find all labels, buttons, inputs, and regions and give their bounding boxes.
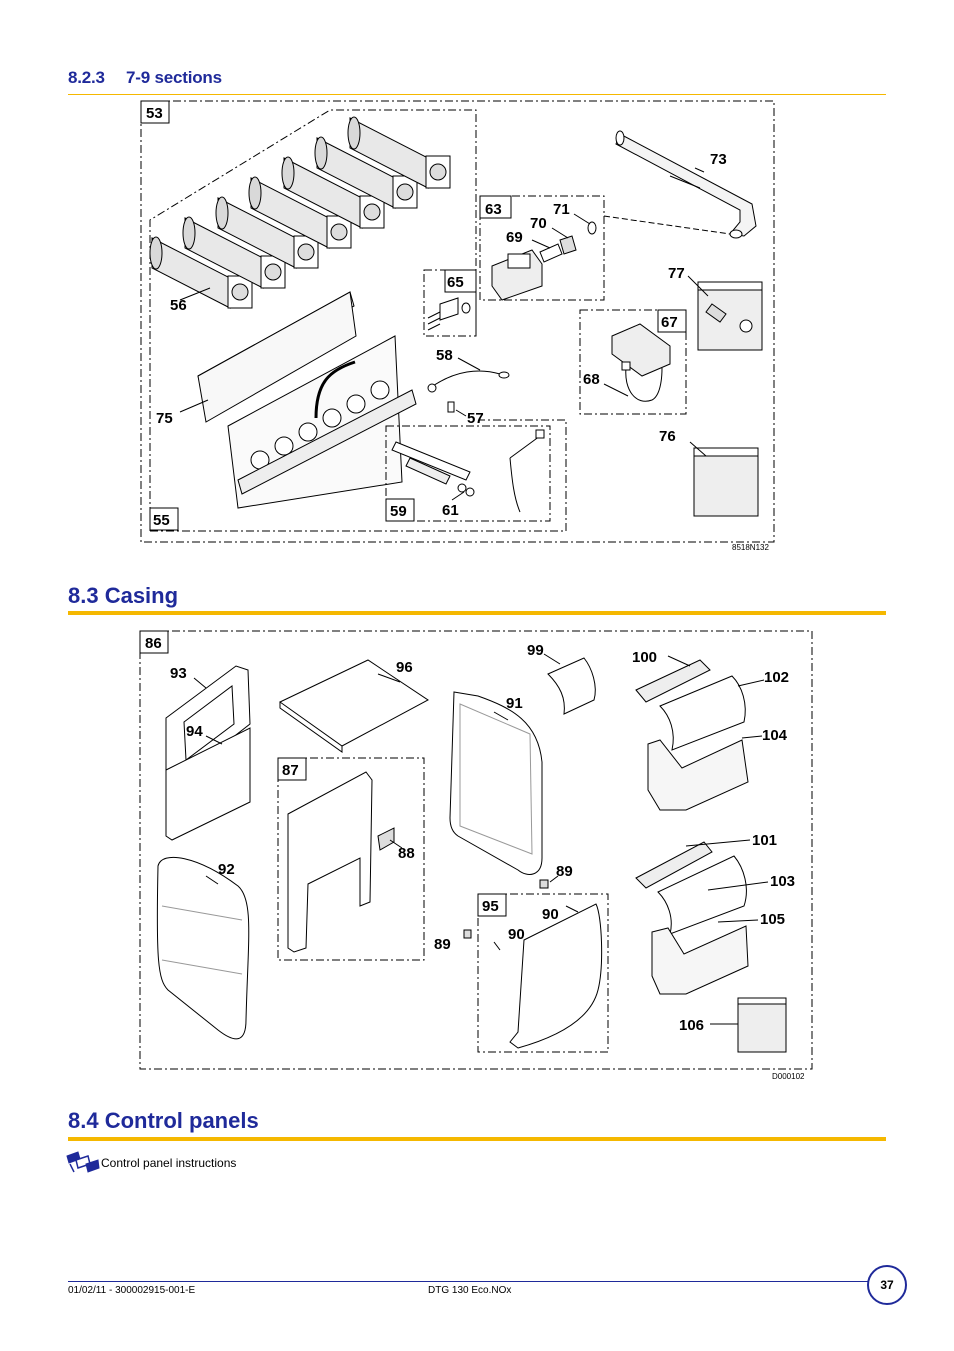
callout-77: 77	[668, 265, 685, 282]
box-label-55: 55	[153, 512, 170, 529]
footer-rule	[68, 1281, 868, 1282]
frame-63	[479, 195, 605, 301]
callout-73: 73	[710, 151, 727, 168]
callout-103: 103	[770, 873, 795, 890]
heading-rule	[68, 611, 886, 615]
box-label-95: 95	[482, 898, 499, 915]
callout-76: 76	[659, 428, 676, 445]
callout-89-top: 89	[556, 863, 573, 880]
subsection-title: 7-9 sections	[126, 68, 222, 87]
callout-90-top: 90	[542, 906, 559, 923]
callout-106: 106	[679, 1017, 704, 1034]
sections-exploded-diagram: 53 55	[140, 100, 775, 552]
parts-bag-77	[697, 281, 763, 351]
callout-105: 105	[760, 911, 785, 928]
subsection-number: 8.2.3	[68, 68, 105, 87]
box-label-86: 86	[145, 635, 162, 652]
callout-57: 57	[467, 410, 484, 427]
heading-rule	[68, 94, 886, 95]
callout-75: 75	[156, 410, 173, 427]
box-label-65: 65	[447, 274, 464, 291]
parts-bag-106	[737, 997, 787, 1053]
callout-94: 94	[186, 723, 203, 740]
callout-91: 91	[506, 695, 523, 712]
callout-89-bottom: 89	[434, 936, 451, 953]
instructions-icon	[66, 1151, 100, 1173]
page-number: 37	[867, 1265, 907, 1305]
callout-99: 99	[527, 642, 544, 659]
callout-93: 93	[170, 665, 187, 682]
callout-58: 58	[436, 347, 453, 364]
box-label-59: 59	[390, 503, 407, 520]
callout-102: 102	[764, 669, 789, 686]
callout-69: 69	[506, 229, 523, 246]
footer-document-ref: 01/02/11 - 300002915-001-E	[68, 1285, 196, 1296]
box-label-53: 53	[146, 105, 163, 122]
callout-56: 56	[170, 297, 187, 314]
callout-100: 100	[632, 649, 657, 666]
section-heading-casing: 8.3 Casing	[68, 583, 179, 608]
callout-92: 92	[218, 861, 235, 878]
callout-88: 88	[398, 845, 415, 862]
callout-104: 104	[762, 727, 788, 744]
callout-71: 71	[553, 201, 570, 218]
figure-reference: 8518N132	[732, 543, 769, 552]
callout-96: 96	[396, 659, 413, 676]
casing-exploded-diagram: 86 93 94 92 96 87 88 99 91 89 95 90 89 9…	[139, 630, 813, 1081]
frame-59	[385, 425, 551, 522]
callout-61: 61	[442, 502, 459, 519]
subsection-heading: 8.2.3 7-9 sections	[68, 68, 222, 88]
frame-67	[579, 309, 687, 415]
heat-exchanger-sections	[149, 116, 451, 309]
frame-87	[277, 757, 425, 961]
heading-rule	[68, 1137, 886, 1141]
parts-bag-76	[693, 447, 759, 517]
box-label-67: 67	[661, 314, 678, 331]
section-heading-control-panels: 8.4 Control panels	[68, 1108, 259, 1133]
callout-90-bottom: 90	[508, 926, 525, 943]
footer-product-name: DTG 130 Eco.NOx	[428, 1285, 512, 1296]
frame-86	[139, 630, 813, 1070]
box-label-63: 63	[485, 201, 502, 218]
callout-101: 101	[752, 832, 777, 849]
callout-70: 70	[530, 215, 547, 232]
instructions-note: Control panel instructions	[101, 1156, 237, 1170]
frame-53	[140, 100, 775, 543]
frame-95	[477, 893, 609, 1053]
frame-65	[423, 269, 477, 337]
box-label-87: 87	[282, 762, 299, 779]
callout-68: 68	[583, 371, 600, 388]
figure-reference: D000102	[772, 1072, 805, 1081]
